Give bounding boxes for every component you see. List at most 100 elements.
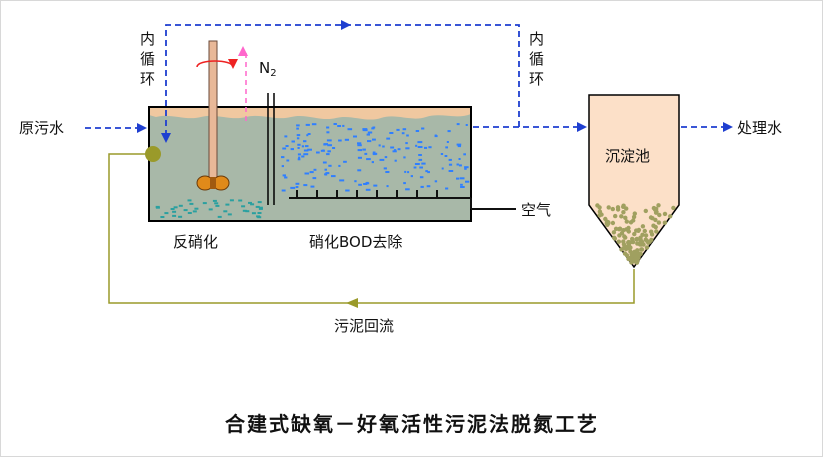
internal-recycle-line (161, 24, 520, 143)
sediment-fleck (173, 206, 178, 209)
sludge-particle (639, 247, 645, 252)
bubble (297, 143, 301, 146)
bubble (303, 149, 309, 152)
bubble (338, 139, 342, 142)
bubble (286, 159, 290, 162)
sludge-particle (653, 210, 659, 215)
bubble (339, 179, 345, 182)
bubble (448, 170, 454, 172)
sediment-fleck (183, 209, 188, 212)
sludge-particle (634, 260, 640, 265)
bubble (316, 151, 320, 154)
bubble (418, 154, 422, 156)
sludge-particle (643, 233, 649, 238)
bubble (372, 151, 376, 154)
mixer-rotation-arrow (196, 58, 238, 69)
sediment-fleck (223, 210, 228, 213)
bubble (357, 144, 362, 147)
sludge-particle (636, 227, 642, 233)
air-label: 空气 (521, 201, 551, 219)
bubble (345, 189, 350, 192)
bubble (357, 156, 362, 159)
sludge-particle (640, 232, 645, 237)
sludge-particle (632, 231, 637, 237)
bubble (393, 149, 397, 152)
bubble (386, 185, 389, 188)
bubble (446, 141, 449, 143)
bubble (463, 153, 466, 156)
bubble (295, 186, 299, 188)
sludge-particle (653, 217, 658, 223)
mixer-icon (196, 40, 230, 191)
clarifier-label: 沉淀池 (605, 147, 650, 165)
bubble (303, 153, 309, 156)
bubble (326, 126, 330, 129)
sludge-particle (656, 220, 662, 225)
bubble (338, 164, 341, 167)
sediment-fleck (215, 204, 220, 207)
bubble (426, 185, 431, 188)
bubble (421, 127, 425, 130)
anoxic-sediment (155, 199, 263, 219)
bubble (358, 183, 362, 186)
sediment-fleck (178, 204, 183, 207)
sludge-particle (671, 205, 676, 211)
sediment-fleck (251, 212, 256, 215)
bubble (333, 123, 337, 125)
bubble (311, 123, 317, 126)
bubble (405, 142, 408, 145)
bubble (366, 133, 370, 136)
bubble (382, 145, 385, 148)
bubble (309, 171, 314, 174)
sludge-particle (649, 237, 654, 243)
bubble (364, 152, 368, 155)
bubble (403, 156, 406, 159)
bubble (406, 134, 409, 137)
bubble (465, 124, 468, 126)
bubble (301, 155, 305, 158)
bubble (392, 150, 397, 153)
bubble (458, 164, 462, 167)
sludge-particle (654, 229, 659, 234)
sediment-fleck (257, 212, 262, 214)
settled-sludge (595, 203, 676, 265)
sludge-particle (606, 205, 611, 210)
sludge-return-label: 污泥回流 (334, 317, 394, 335)
sediment-fleck (194, 207, 199, 210)
bubble (447, 130, 451, 133)
sediment-fleck (242, 209, 247, 212)
bubble (347, 128, 353, 131)
sludge-particle (621, 210, 626, 215)
bubble (366, 181, 369, 184)
bubble (362, 128, 368, 131)
bubble (327, 150, 331, 153)
bubble (405, 188, 410, 191)
sludge-particle (616, 227, 622, 232)
anoxic-zone-label: 反硝化 (173, 233, 218, 251)
sludge-particle (611, 230, 617, 235)
bubble (414, 163, 420, 165)
bubble (326, 139, 332, 142)
bubble (425, 170, 428, 173)
sludge-particle (644, 245, 650, 250)
internal-recycle-left-2: 循 (140, 50, 155, 68)
sludge-particle (653, 224, 658, 230)
bubble (331, 175, 336, 178)
bubble (460, 186, 465, 188)
sediment-fleck (248, 201, 252, 204)
sediment-fleck (255, 205, 260, 208)
bubble (464, 167, 467, 170)
sediment-fleck (225, 203, 230, 206)
sediment-fleck (241, 205, 246, 208)
bubble (325, 172, 330, 175)
sediment-fleck (258, 206, 263, 209)
pump-icon (145, 146, 161, 162)
bubble (322, 161, 327, 164)
bubble (363, 183, 368, 185)
bubble (284, 135, 288, 138)
bubble (366, 158, 371, 161)
sediment-fleck (258, 207, 263, 210)
sediment-fleck (229, 199, 234, 202)
sludge-particle (612, 235, 617, 240)
